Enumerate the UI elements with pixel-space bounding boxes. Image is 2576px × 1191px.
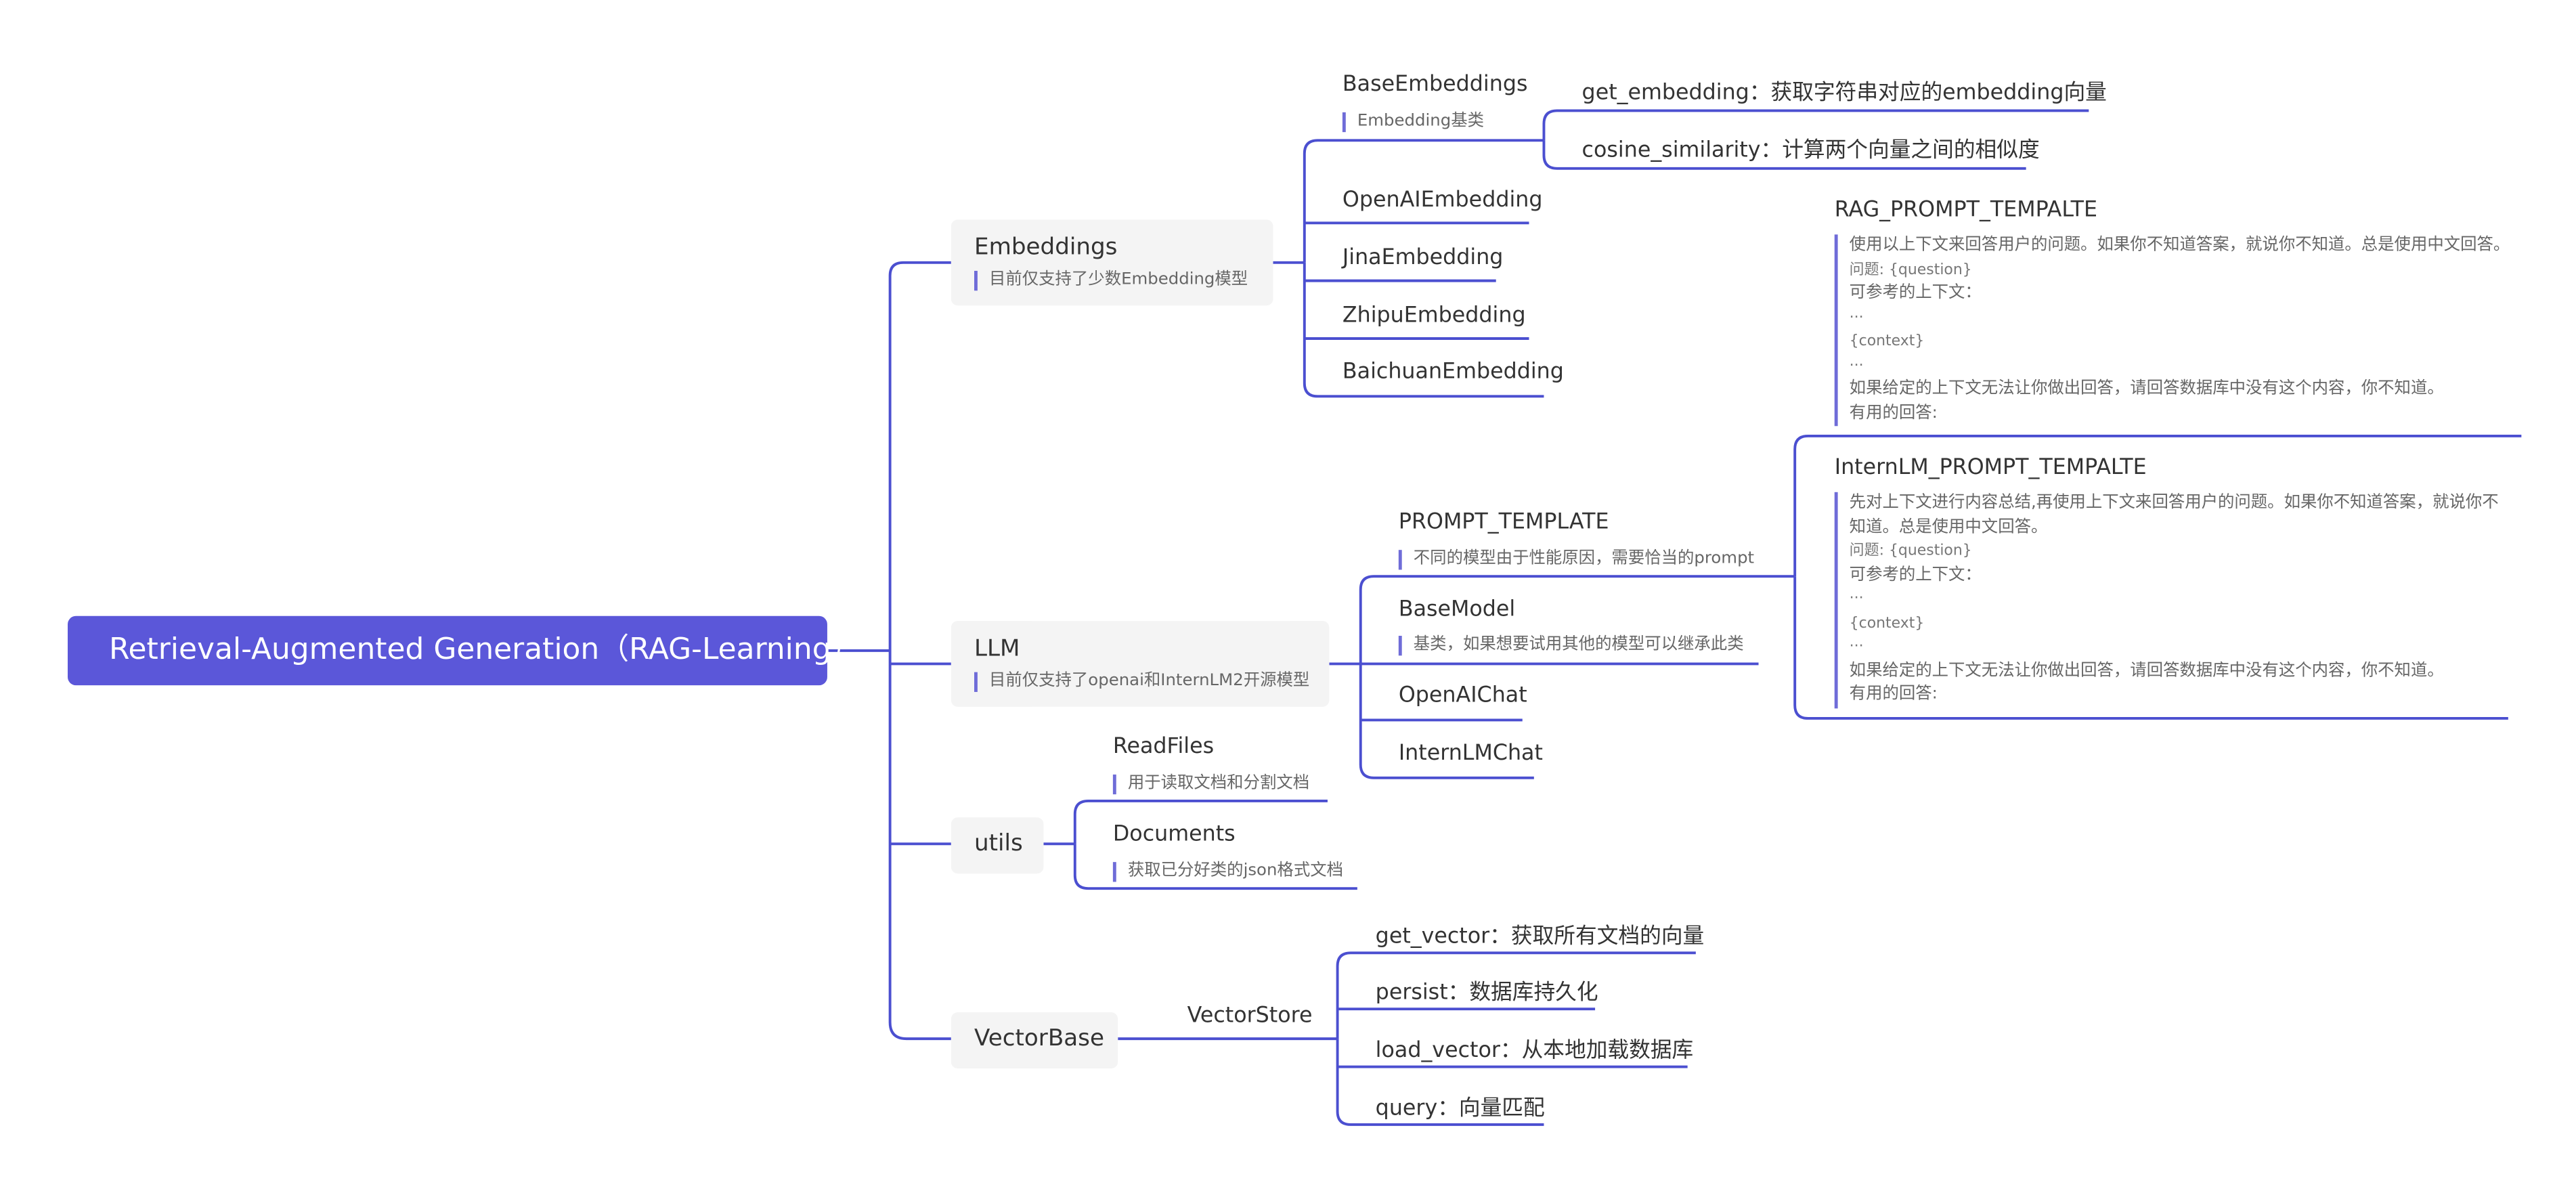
internlm-prompt-line: 先对上下文进行内容总结,再使用上下文来回答用户的问题。如果你不知道答案，就说你不… [1849, 494, 2499, 536]
base-model-note: 基类，如果想要试用其他的模型可以继承此类 [1398, 636, 1744, 656]
load-vector-node[interactable]: load_vector：从本地加载数据库 [1375, 1039, 1694, 1064]
openai-embedding-node[interactable]: OpenAIEmbedding [1342, 188, 1543, 213]
documents-note: 获取已分好类的json格式文档 [1112, 862, 1343, 882]
openai-chat-node[interactable]: OpenAIChat [1398, 683, 1527, 709]
zhipu-embedding-node[interactable]: ZhipuEmbedding [1342, 303, 1526, 329]
read-files-node[interactable]: ReadFiles [1112, 735, 1215, 760]
internlm-prompt-template-node[interactable]: InternLM_PROMPT_TEMPALTE [1834, 456, 2147, 481]
embeddings-node[interactable]: Embeddings 目前仅支持了少数Embedding模型 [951, 219, 1273, 306]
rag-prompt-line: 可参考的上下文： [1849, 284, 1982, 303]
rag-prompt-line: {context} [1849, 333, 1925, 351]
internlm-prompt-line: ··· [1849, 591, 1864, 608]
rag-prompt-line: 有用的回答: [1849, 404, 1938, 423]
internlm-prompt-line: 可参考的上下文： [1849, 565, 1982, 584]
base-embeddings-note: Embedding基类 [1342, 112, 1484, 133]
query-node[interactable]: query：向量匹配 [1375, 1096, 1545, 1122]
jina-embedding-node[interactable]: JinaEmbedding [1342, 246, 1504, 271]
vectorbase-node[interactable]: VectorBase [951, 1012, 1118, 1069]
rag-prompt-line: ··· [1849, 358, 1864, 374]
internlm-prompt-line: 如果给定的上下文无法让你做出回答，请回答数据库中没有这个内容，你不知道。 [1849, 661, 2444, 680]
llm-node[interactable]: LLM 目前仅支持了openai和InternLM2开源模型 [951, 621, 1330, 707]
baichuan-embedding-node[interactable]: BaichuanEmbedding [1342, 360, 1564, 385]
internlm-chat-node[interactable]: InternLMChat [1398, 741, 1543, 766]
internlm-prompt-line: {context} [1849, 615, 1925, 632]
utils-node[interactable]: utils [951, 817, 1044, 874]
documents-node[interactable]: Documents [1112, 822, 1236, 848]
get-vector-node[interactable]: get_vector：获取所有文档的向量 [1375, 924, 1705, 950]
read-files-note: 用于读取文档和分割文档 [1112, 774, 1309, 795]
internlm-prompt-line: 有用的回答: [1849, 685, 1938, 704]
rag-prompt-line: 使用以上下文来回答用户的问题。如果你不知道答案，就说你不知道。总是使用中文回答。 [1849, 236, 2510, 255]
llm-label: LLM [974, 636, 1020, 663]
prompt-template-node[interactable]: PROMPT_TEMPLATE [1398, 510, 1609, 536]
rag-prompt-line: 如果给定的上下文无法让你做出回答，请回答数据库中没有这个内容，你不知道。 [1849, 379, 2444, 398]
prompt-template-note: 不同的模型由于性能原因，需要恰当的prompt [1398, 550, 1754, 570]
internlm-prompt-line: ··· [1849, 638, 1864, 656]
rag-prompt-line: ··· [1849, 309, 1864, 326]
root-node[interactable]: Retrieval-Augmented Generation（RAG-Learn… [67, 615, 860, 686]
rag-prompt-line: 问题: {question} [1849, 261, 1972, 278]
base-model-node[interactable]: BaseModel [1398, 597, 1516, 623]
internlm-prompt-line: 问题: {question} [1849, 543, 1972, 560]
vector-store-node[interactable]: VectorStore [1187, 1003, 1313, 1029]
internlm-prompt-template-note: 先对上下文进行内容总结,再使用上下文来回答用户的问题。如果你不知道答案，就说你不… [1834, 492, 2510, 708]
vectorbase-label: VectorBase [974, 1025, 1104, 1052]
llm-note: 目前仅支持了openai和InternLM2开源模型 [974, 672, 1309, 692]
embeddings-label: Embeddings [974, 234, 1118, 261]
utils-label: utils [974, 830, 1023, 857]
embeddings-note: 目前仅支持了少数Embedding模型 [974, 270, 1248, 291]
get-embedding-node[interactable]: get_embedding：获取字符串对应的embedding向量 [1581, 81, 2107, 106]
rag-prompt-template-node[interactable]: RAG_PROMPT_TEMPALTE [1834, 198, 2098, 223]
cosine-similarity-node[interactable]: cosine_similarity：计算两个向量之间的相似度 [1581, 138, 2040, 164]
persist-node[interactable]: persist：数据库持久化 [1375, 980, 1598, 1006]
base-embeddings-node[interactable]: BaseEmbeddings [1342, 72, 1528, 98]
rag-prompt-template-note: 使用以上下文来回答用户的问题。如果你不知道答案，就说你不知道。总是使用中文回答。… [1834, 234, 2527, 427]
